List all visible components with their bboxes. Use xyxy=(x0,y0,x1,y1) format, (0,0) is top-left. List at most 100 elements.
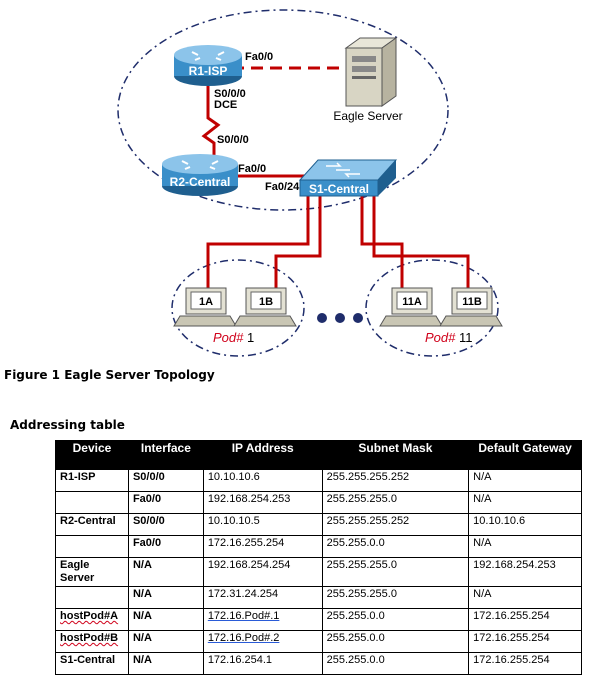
table-row: R1-ISP S0/0/0 10.10.10.6 255.255.255.252… xyxy=(55,469,582,492)
cell-device: S1-Central xyxy=(55,652,129,675)
header-interface: Interface xyxy=(127,440,204,470)
cell-mask: 255.255.0.0 xyxy=(321,630,470,653)
cell-device-text: hostPod#A xyxy=(60,610,119,622)
table-row: hostPod#B N/A 172.16.Pod#.2 255.255.0.0 … xyxy=(55,630,582,653)
cell-gateway: 172.16.255.254 xyxy=(468,608,582,631)
pc-1b-icon: 1B xyxy=(233,287,297,327)
cell-gateway: 172.16.255.254 xyxy=(468,630,582,653)
pc-1a-label: 1A xyxy=(199,296,213,308)
cell-interface: S0/0/0 xyxy=(127,469,204,492)
cell-interface: N/A xyxy=(127,652,204,675)
cell-interface: Fa0/0 xyxy=(127,491,204,514)
cell-device xyxy=(55,491,129,514)
table-row: hostPod#A N/A 172.16.Pod#.1 255.255.0.0 … xyxy=(55,608,582,631)
table-row: Fa0/0 192.168.254.253 255.255.255.0 N/A xyxy=(55,491,582,514)
cell-mask: 255.255.0.0 xyxy=(321,608,470,631)
header-gateway: Default Gateway xyxy=(468,440,582,470)
link-11a xyxy=(360,192,404,296)
pc-11b-icon: 11B xyxy=(439,287,503,327)
table-row: R2-Central S0/0/0 10.10.10.5 255.255.255… xyxy=(55,513,582,536)
cell-gateway: N/A xyxy=(468,469,582,492)
cell-interface: N/A xyxy=(127,608,204,631)
pod-11-ellipse xyxy=(365,259,499,357)
table-row: S1-Central N/A 172.16.254.1 255.255.0.0 … xyxy=(55,652,582,675)
cell-ip-text: 172.16.Pod#.2 xyxy=(207,632,280,644)
cell-device xyxy=(55,535,129,558)
pod-1-ellipse xyxy=(171,259,305,357)
r1-fa-label: Fa0/0 xyxy=(245,51,273,63)
header-mask: Subnet Mask xyxy=(321,440,470,470)
table-row: Eagle Server N/A 192.168.254.254 255.255… xyxy=(55,557,582,587)
switch-name: S1-Central xyxy=(309,182,369,196)
cell-gateway: N/A xyxy=(468,535,582,558)
cell-gateway: 10.10.10.6 xyxy=(468,513,582,536)
cell-mask: 255.255.255.252 xyxy=(321,513,470,536)
cell-mask: 255.255.255.0 xyxy=(321,557,470,587)
pod-1-label: Pod# 1 xyxy=(213,330,254,345)
cell-mask: 255.255.0.0 xyxy=(321,652,470,675)
r2-name: R2-Central xyxy=(170,175,231,189)
cell-device: R2-Central xyxy=(55,513,129,536)
serial-link xyxy=(201,86,221,166)
r1-serial-label: S0/0/0 xyxy=(214,88,246,100)
ellipsis-dot xyxy=(335,313,345,323)
router-r1-icon: R1-ISP xyxy=(174,45,242,86)
header-device: Device xyxy=(55,440,129,470)
topology-diagram: R1-ISP Fa0/0 S0/0/0 DCE Eagle Server S0/… xyxy=(117,9,503,357)
link-1a xyxy=(206,192,310,296)
cell-ip: 10.10.10.6 xyxy=(202,469,323,492)
cell-ip: 172.16.254.1 xyxy=(202,652,323,675)
addressing-table: Device Interface IP Address Subnet Mask … xyxy=(55,440,582,675)
cell-gateway: N/A xyxy=(468,586,582,609)
cell-interface: N/A xyxy=(127,557,204,587)
cell-ip: 10.10.10.5 xyxy=(202,513,323,536)
r2-fa-label: Fa0/0 xyxy=(238,163,266,175)
cell-interface: Fa0/0 xyxy=(127,535,204,558)
cell-device: hostPod#B xyxy=(55,630,129,653)
figure-caption: Figure 1 Eagle Server Topology xyxy=(4,368,215,382)
server-icon xyxy=(344,37,398,107)
cell-ip: 172.16.Pod#.1 xyxy=(202,608,323,631)
cell-device xyxy=(55,586,129,609)
switch-icon: S1-Central xyxy=(298,159,398,197)
cell-ip: 192.168.254.253 xyxy=(202,491,323,514)
cell-mask: 255.255.0.0 xyxy=(321,535,470,558)
table-row: Fa0/0 172.16.255.254 255.255.0.0 N/A xyxy=(55,535,582,558)
cell-gateway: 192.168.254.253 xyxy=(468,557,582,587)
table-header-row: Device Interface IP Address Subnet Mask … xyxy=(55,440,582,470)
switch-port-label: Fa0/24 xyxy=(265,181,300,193)
cell-mask: 255.255.255.0 xyxy=(321,586,470,609)
cell-interface: N/A xyxy=(127,586,204,609)
cell-gateway: N/A xyxy=(468,491,582,514)
cell-interface: N/A xyxy=(127,630,204,653)
server-zone-ellipse xyxy=(117,9,449,211)
header-ip: IP Address xyxy=(202,440,323,470)
router-r2-icon: R2-Central xyxy=(162,154,238,196)
pod-11-label: Pod# 11 xyxy=(425,330,472,345)
pc-11a-label: 11A xyxy=(402,296,422,308)
cell-device: hostPod#A xyxy=(55,608,129,631)
r1-dce-label: DCE xyxy=(214,99,237,111)
cell-ip: 172.31.24.254 xyxy=(202,586,323,609)
cell-device: R1-ISP xyxy=(55,469,129,492)
pc-11b-label: 11B xyxy=(462,296,482,308)
server-name: Eagle Server xyxy=(333,109,402,123)
link-11b xyxy=(372,192,470,296)
cell-device-text: hostPod#B xyxy=(60,632,119,644)
cell-gateway: 172.16.255.254 xyxy=(468,652,582,675)
cell-device: Eagle Server xyxy=(55,557,129,587)
cell-mask: 255.255.255.0 xyxy=(321,491,470,514)
r2-serial-label: S0/0/0 xyxy=(217,134,249,146)
cell-ip-text: 172.16.Pod#.1 xyxy=(207,610,280,622)
ellipsis-dot xyxy=(317,313,327,323)
pc-1b-label: 1B xyxy=(259,296,273,308)
pc-11a-icon: 11A xyxy=(379,287,443,327)
table-title: Addressing table xyxy=(10,418,125,432)
cell-interface: S0/0/0 xyxy=(127,513,204,536)
pc-1a-icon: 1A xyxy=(173,287,237,327)
cell-mask: 255.255.255.252 xyxy=(321,469,470,492)
link-1b xyxy=(274,192,322,296)
cell-ip: 192.168.254.254 xyxy=(202,557,323,587)
ellipsis-dot xyxy=(353,313,363,323)
cell-ip: 172.16.255.254 xyxy=(202,535,323,558)
